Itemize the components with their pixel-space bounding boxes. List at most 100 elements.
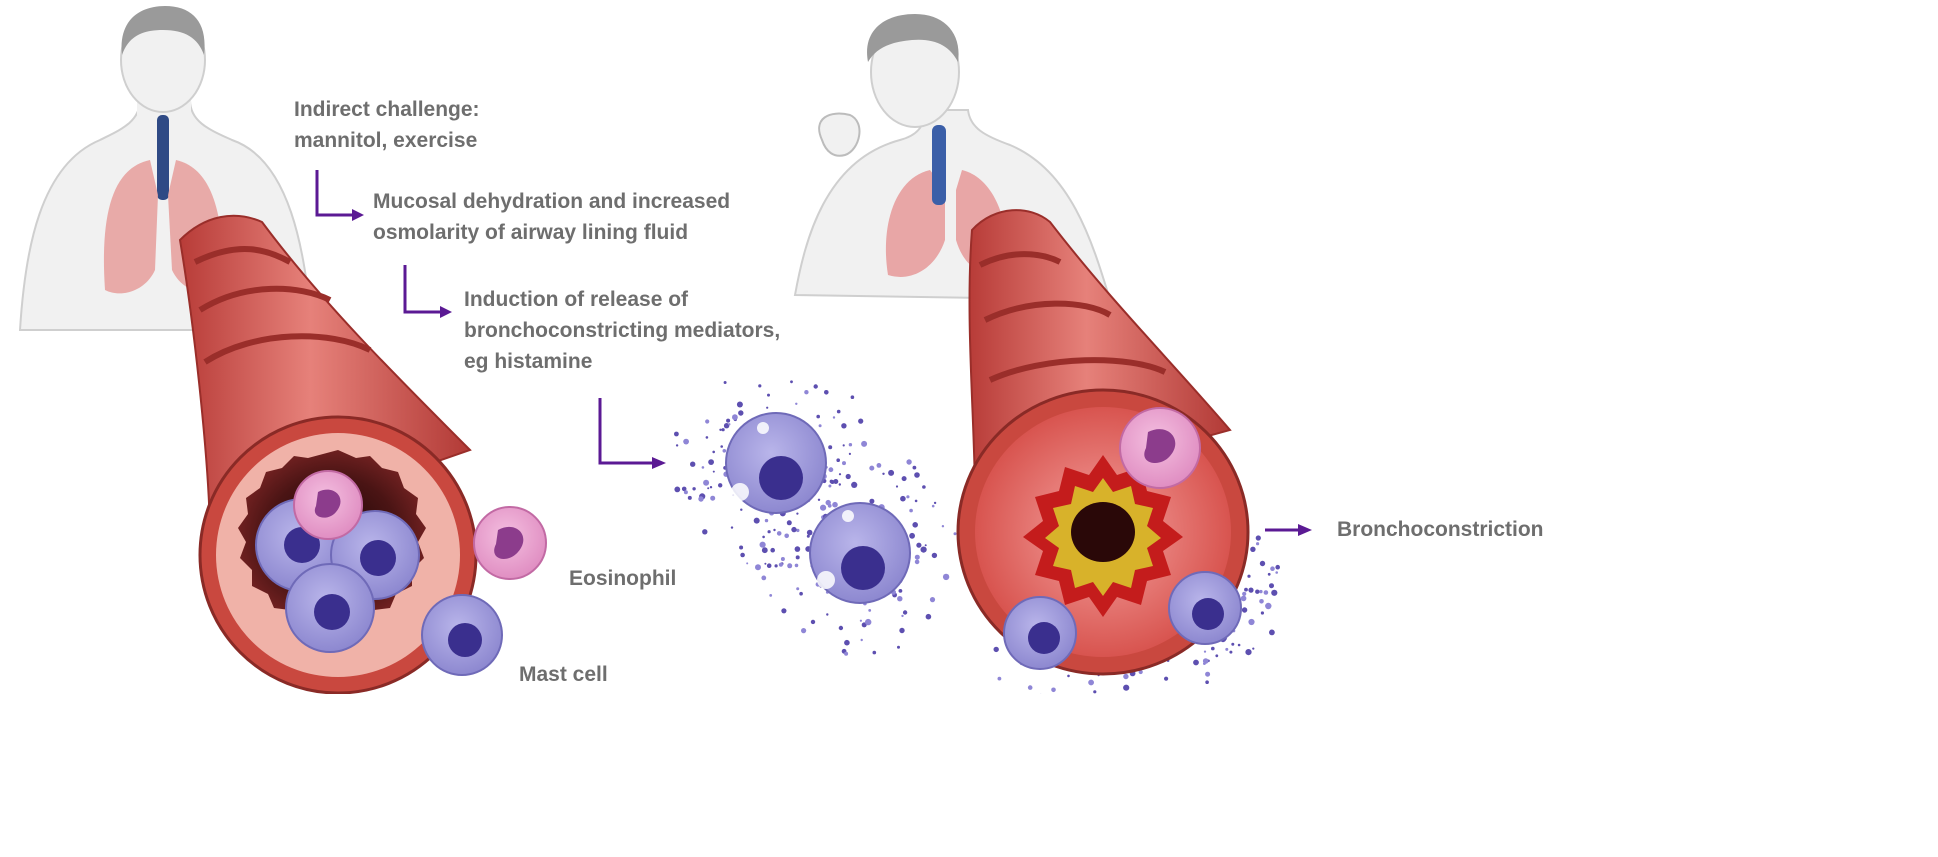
- granule-dot: [740, 509, 742, 511]
- granule-dot: [906, 459, 911, 464]
- outcome-label-text: Bronchoconstriction: [1337, 514, 1544, 545]
- granule-dot: [1248, 588, 1253, 593]
- granule-dot: [1051, 688, 1056, 693]
- granule-dot: [811, 620, 815, 624]
- trachea-left: [157, 115, 169, 200]
- granule-dot: [909, 533, 915, 539]
- granule-dot: [1211, 647, 1215, 651]
- granule-dot: [762, 547, 768, 553]
- granule-dot: [775, 564, 778, 567]
- granule-dot: [897, 646, 900, 649]
- granule-dot: [723, 449, 727, 453]
- granule-dot: [833, 416, 835, 418]
- granule-dot: [897, 596, 902, 601]
- granule-dot: [1260, 561, 1265, 566]
- arrow-step-2: [405, 265, 443, 312]
- granule-dot: [746, 562, 748, 564]
- airway-right-lumen: [1071, 502, 1135, 562]
- granule-dot: [796, 513, 798, 515]
- mast-cell-label-text: Mast cell: [519, 659, 608, 690]
- granule-dot: [932, 505, 935, 508]
- step-dehydration-line-2: osmolarity of airway lining fluid: [373, 217, 730, 248]
- diagram-svg: [0, 0, 1566, 694]
- step-dehydration-line-1: Mucosal dehydration and increased: [373, 186, 730, 217]
- granule-dot: [705, 419, 709, 423]
- step-dehydration-text: Mucosal dehydration and increased osmola…: [373, 186, 730, 248]
- granule-dot: [766, 407, 768, 409]
- granule-dot: [720, 445, 723, 448]
- granule-dot: [688, 496, 692, 500]
- granule-dot: [796, 555, 800, 559]
- granule-dot: [801, 628, 806, 633]
- granule-dot: [732, 414, 738, 420]
- granule-dot: [1205, 680, 1209, 684]
- granule-dot: [922, 485, 926, 489]
- eosinophil-cell: [474, 507, 546, 579]
- granule-dot: [1245, 649, 1251, 655]
- granule-dot: [844, 640, 850, 646]
- mast-cell-right-a: [1004, 597, 1076, 669]
- granule-dot: [913, 466, 917, 470]
- granule-dot: [916, 543, 921, 548]
- granule-dot: [762, 536, 765, 539]
- arrow-step-1: [317, 170, 355, 215]
- step-challenge-line-1: Indirect challenge:: [294, 94, 480, 125]
- granule-dot: [1271, 590, 1277, 596]
- eosinophil-in-airway: [294, 471, 362, 539]
- granule-dot: [943, 574, 949, 580]
- granule-dot: [1093, 690, 1096, 693]
- granule-dot: [779, 563, 783, 567]
- granule-dot: [702, 529, 707, 534]
- granule-dot: [731, 526, 733, 528]
- granule-dot: [1256, 535, 1261, 540]
- granule-dot: [1259, 590, 1262, 593]
- granule-dot: [722, 428, 725, 431]
- granule-dot: [818, 499, 820, 501]
- granule-dot: [832, 502, 838, 508]
- granule-dot: [1204, 651, 1206, 653]
- granule-dot: [795, 546, 801, 552]
- granule-dot: [710, 496, 715, 501]
- granule-dot: [807, 530, 813, 536]
- granule-dot: [861, 441, 867, 447]
- granule-dot: [790, 380, 793, 383]
- granule-dot: [1248, 619, 1254, 625]
- granule-dot: [899, 589, 903, 593]
- granule-dot: [828, 445, 832, 449]
- degranulating-mast-cell-a: [726, 413, 826, 513]
- granule-dot: [761, 576, 766, 581]
- granule-dot: [1238, 644, 1241, 647]
- granule-dot: [692, 487, 695, 490]
- granule-dot: [719, 429, 721, 431]
- granule-dot: [869, 466, 874, 471]
- granule-dot: [710, 486, 712, 488]
- granule-dot: [828, 485, 831, 488]
- granule-dot: [900, 496, 906, 502]
- granule-dot: [698, 496, 703, 501]
- granule-dot: [830, 480, 834, 484]
- granule-dot: [816, 415, 820, 419]
- granule-dot: [1270, 566, 1275, 571]
- mast-cell-label: Mast cell: [519, 659, 608, 690]
- granule-dot: [903, 610, 907, 614]
- granule-dot: [882, 473, 884, 475]
- granule-dot: [1088, 680, 1094, 686]
- granule-dot: [702, 466, 705, 469]
- granule-dot: [846, 474, 851, 479]
- granule-dot: [1252, 648, 1254, 650]
- granule-dot: [906, 495, 909, 498]
- eosinophil-label-text: Eosinophil: [569, 563, 676, 594]
- granule-dot: [1067, 675, 1070, 678]
- granule-dot: [1028, 685, 1033, 690]
- granule-dot: [804, 390, 808, 394]
- granule-dot: [1264, 590, 1269, 595]
- granule-dot: [787, 563, 792, 568]
- granule-dot: [1265, 603, 1271, 609]
- degranulating-mast-cell-b: [810, 503, 910, 603]
- granule-dot: [703, 480, 709, 486]
- granule-dot: [724, 381, 727, 384]
- granule-dot: [909, 509, 913, 513]
- granule-dot: [851, 395, 855, 399]
- granule-dot: [781, 608, 786, 613]
- granule-dot: [758, 384, 761, 387]
